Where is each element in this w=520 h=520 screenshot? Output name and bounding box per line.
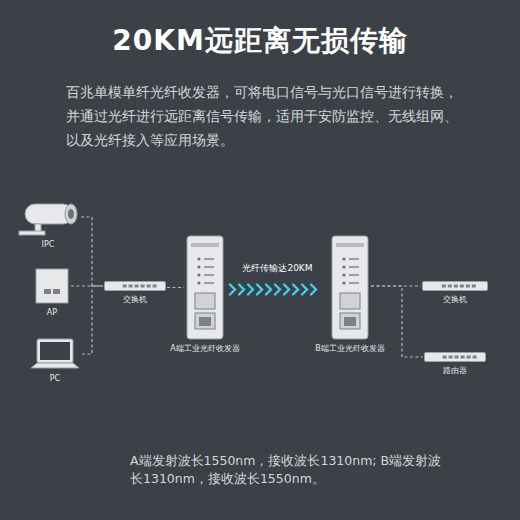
fiber-chevron [248, 285, 253, 295]
device-label: A端工业光纤收发器 [170, 344, 239, 354]
dashed-cable [81, 217, 103, 286]
device-node: 交换机 [104, 281, 166, 305]
fiber-chevron [275, 285, 280, 295]
device-node: 交换机 [422, 281, 488, 305]
device-label: 路由器 [443, 366, 467, 376]
edge-label: 光纤传输达20KM [240, 262, 314, 275]
camera-icon [17, 198, 79, 236]
fiber-chevron [266, 285, 271, 295]
dashed-cable [167, 287, 184, 288]
sw-icon [104, 281, 166, 291]
fiber-chevron [293, 285, 298, 295]
device-node: PC [30, 338, 80, 384]
device-node: IPC [17, 198, 79, 250]
description-text: 百兆单模单纤光纤收发器，可将电口信号与光口信号进行转换，并通过光纤进行远距离信号… [66, 80, 466, 152]
ap-icon [35, 268, 69, 304]
device-node: B端工业光纤收发器 [313, 235, 387, 354]
fiber-chevron [230, 285, 235, 295]
trans-icon [185, 235, 225, 340]
sw-icon [422, 281, 488, 291]
device-label: AP [47, 308, 57, 318]
laptop-icon [30, 338, 80, 370]
device-node: 路由器 [424, 352, 486, 376]
device-label: 交换机 [123, 295, 147, 305]
title: 20KM远距离无损传输 [0, 22, 520, 60]
wavelength-note: A端发射波长1550nm，接收波长1310nm; B端发射波长1310nm，接收… [130, 452, 450, 488]
device-label: IPC [42, 240, 55, 250]
fiber-chevron [302, 285, 307, 295]
device-node: AP [35, 268, 69, 318]
fiber-chevron [311, 285, 316, 295]
fiber-chevron [257, 285, 262, 295]
device-node: A端工业光纤收发器 [168, 235, 241, 354]
trans-icon [330, 235, 370, 340]
fiber-chevron [284, 285, 289, 295]
sw-icon [424, 352, 486, 362]
dashed-cable [82, 286, 103, 354]
device-label: PC [50, 374, 60, 384]
fiber-link [230, 285, 316, 295]
fiber-chevron [239, 285, 244, 295]
device-label: 交换机 [443, 295, 467, 305]
device-label: B端工业光纤收发器 [315, 344, 385, 354]
